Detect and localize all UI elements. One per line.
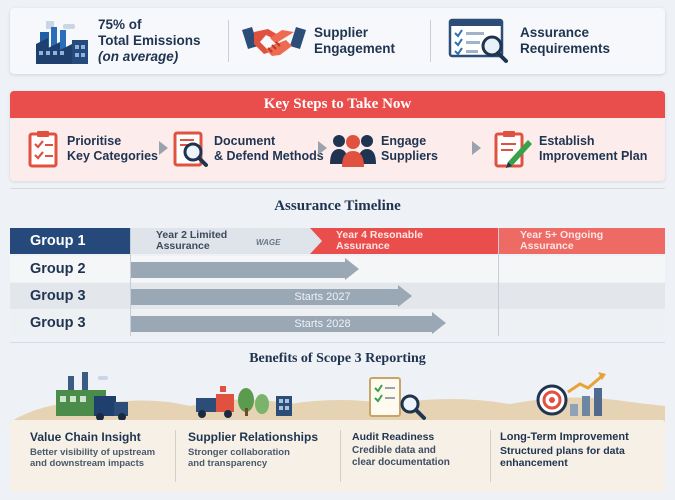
timeline-bar [130, 316, 432, 332]
step-arrow [159, 141, 168, 155]
timeline-row-group-1: Group 1 Year 2 Limited Assurance WAGE Ye… [10, 228, 665, 254]
step-label: Engage Suppliers [381, 134, 438, 163]
group-label: Group 2 [30, 261, 86, 277]
benefit-audit-readiness: Audit Readiness Credible data and clear … [352, 420, 492, 492]
timeline-bar [130, 289, 398, 305]
step-label: Document & Defend Methods [214, 134, 324, 163]
benefit-heading: Audit Readiness [352, 431, 435, 443]
benefits-title: Benefits of Scope 3 Reporting [249, 351, 426, 366]
emissions-text: 75% of Total Emissions (on average) [98, 17, 201, 64]
step-establish: Establish Improvement Plan [494, 128, 647, 170]
supply-network-icon [196, 386, 292, 418]
section-divider [10, 342, 665, 343]
assurance-requirements: Assurance Requirements [442, 8, 610, 74]
timeline-gridline [498, 228, 499, 336]
benefit-long-term-improvement: Long-Term Improvement Structured plans f… [500, 420, 660, 492]
timeline-bar-head [398, 285, 412, 307]
step-prioritise: Prioritise Key Categories [26, 128, 158, 170]
timeline-bar-label: Starts 2027 [294, 291, 351, 303]
divider [430, 20, 431, 62]
timeline-gridline [130, 228, 131, 336]
timeline-row-group-3-2028: Group 3 Starts 2028 [10, 310, 665, 336]
timeline-bar-label [130, 262, 345, 278]
top-banner: 75% of Total Emissions (on average) Supp… [10, 8, 665, 74]
step-arrow [472, 141, 481, 155]
benefit-heading: Supplier Relationships [188, 430, 319, 444]
timeline-row-group-3: Group 3 Starts 2027 [10, 283, 665, 309]
supplier-engagement: Supplier Engagement [240, 8, 395, 74]
factory-icon [36, 21, 88, 64]
benefits-illustration [10, 372, 665, 422]
timeline-bar-head [432, 312, 446, 334]
document-search-icon [173, 131, 208, 167]
year-4-reasonable-assurance: Year 4 Resonable Assurance [310, 228, 498, 254]
audit-document-icon [369, 377, 426, 420]
benefit-desc: Structured plans for data enhancement [500, 445, 625, 469]
factory-truck-icon [56, 372, 128, 421]
benefit-desc: Stronger collaboration and transparency [188, 447, 290, 469]
benefit-value-chain: Value Chain Insight Better visibility of… [30, 420, 180, 492]
target-growth-icon [536, 372, 606, 416]
timeline-bar [130, 262, 345, 278]
emissions-stat: 75% of Total Emissions (on average) [32, 8, 201, 74]
benefit-desc: Credible data and clear documentation [352, 445, 450, 468]
year-2-limited-assurance: Year 2 Limited Assurance WAGE [130, 228, 310, 254]
timeline-row-group-2: Group 2 [10, 256, 665, 282]
supplier-engagement-text: Supplier Engagement [314, 25, 396, 56]
step-arrow [318, 141, 327, 155]
card-divider [175, 430, 176, 482]
checklist-magnifier-icon [448, 18, 508, 63]
handshake-icon [242, 27, 306, 56]
year-5-ongoing-assurance: Year 5+ Ongoing Assurance [498, 228, 665, 254]
benefit-desc: Better visibility of upstream and downst… [30, 447, 156, 469]
timeline-title: Assurance Timeline [274, 198, 401, 214]
section-divider [10, 188, 665, 189]
clipboard-check-icon [28, 131, 58, 168]
timeline-bar-head [345, 258, 359, 280]
group-label: Group 3 [30, 315, 86, 331]
group-label: Group 3 [30, 288, 86, 304]
benefits-cards: Value Chain Insight Better visibility of… [10, 420, 665, 492]
assurance-timeline: Group 1 Year 2 Limited Assurance WAGE Ye… [10, 228, 665, 336]
step-label: Prioritise Key Categories [67, 134, 159, 163]
benefit-heading: Value Chain Insight [30, 430, 141, 444]
step-document: Document & Defend Methods [173, 128, 324, 170]
benefit-heading: Long-Term Improvement [500, 431, 629, 443]
divider [228, 20, 229, 62]
step-label: Establish Improvement Plan [539, 134, 648, 163]
timeline-bar-label: Starts 2028 [294, 318, 351, 330]
seg-arrow [310, 228, 322, 254]
assurance-requirements-text: Assurance Requirements [520, 25, 611, 56]
group-label: Group 1 [10, 228, 130, 254]
card-divider [340, 430, 341, 482]
people-icon [330, 135, 376, 167]
seg-tag: WAGE [256, 238, 281, 247]
benefit-supplier-relationships: Supplier Relationships Stronger collabor… [188, 420, 348, 492]
card-divider [490, 430, 491, 482]
key-steps-panel: Key Steps to Take Now Prioritise Key Cat… [10, 91, 665, 181]
clipboard-pen-icon [494, 131, 532, 168]
key-steps-title: Key Steps to Take Now [10, 91, 665, 118]
step-engage: Engage Suppliers [330, 128, 438, 170]
